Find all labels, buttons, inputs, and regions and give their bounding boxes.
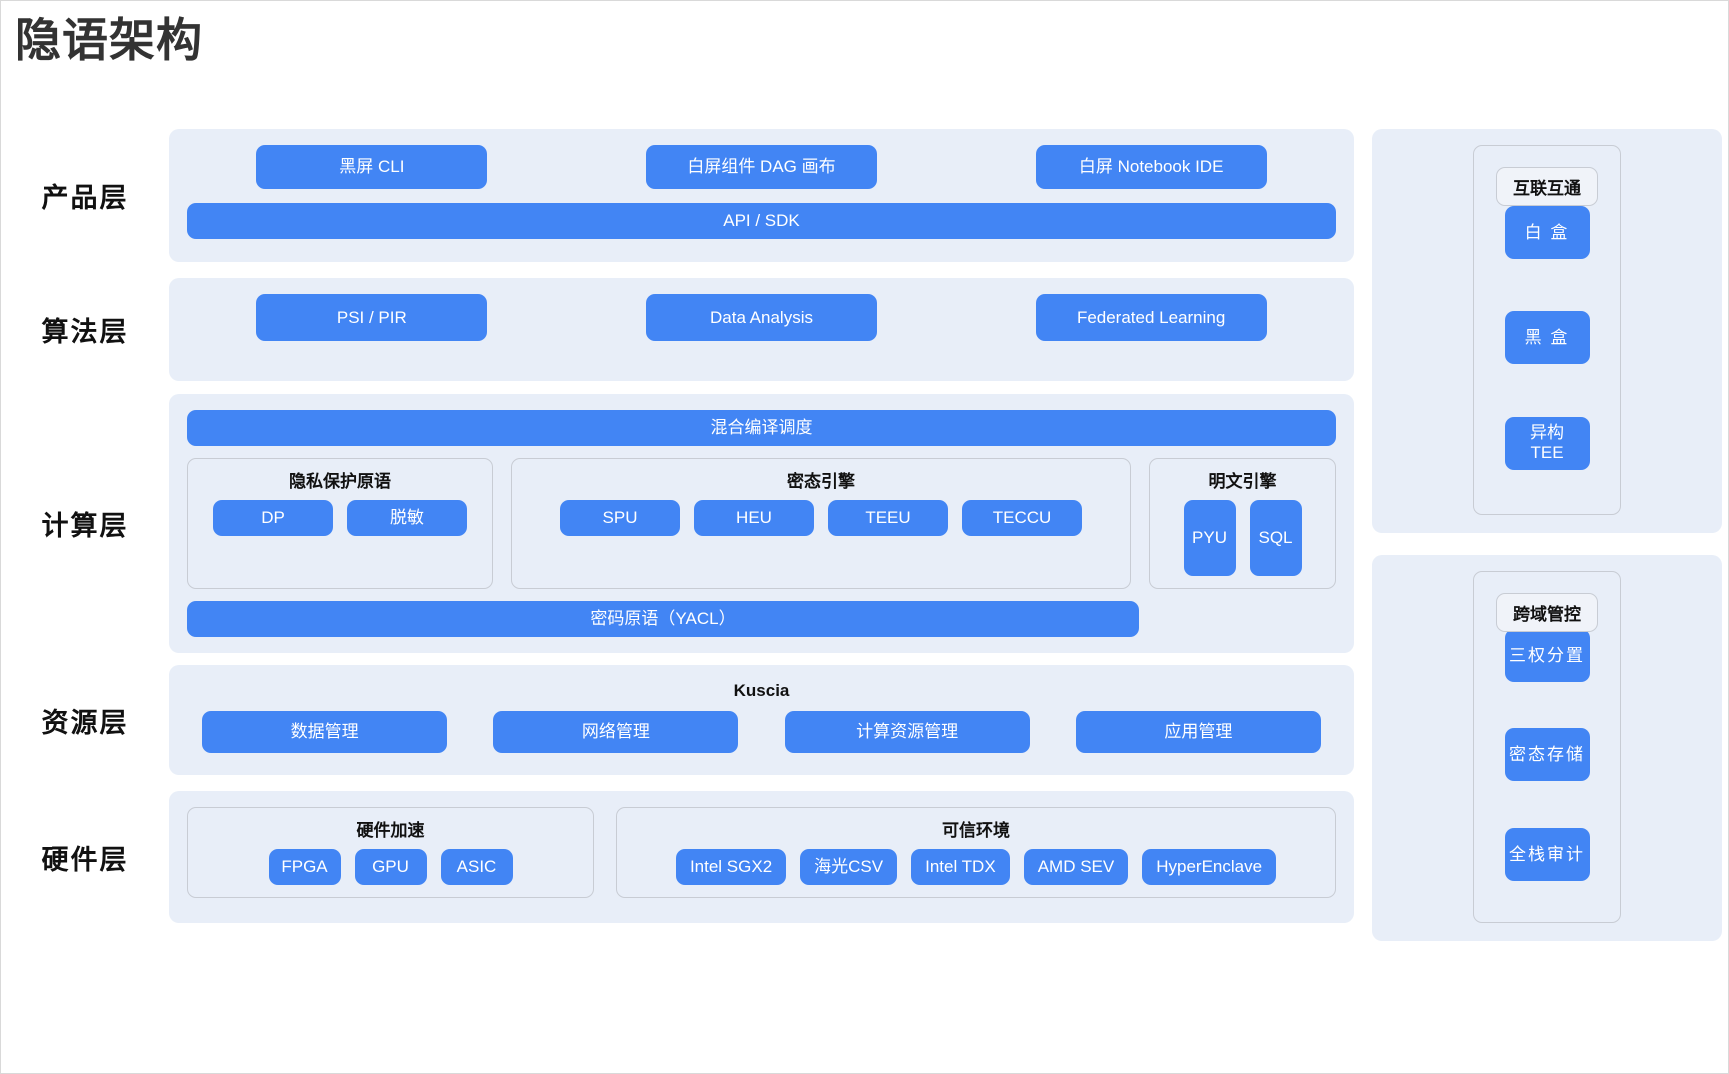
interop-item-heterogeneous-tee-line1: 异构	[1530, 422, 1564, 442]
hardware-group-title-trusted-environment: 可信环境	[942, 821, 1010, 840]
hardware-group-acceleration: 硬件加速 FPGA GPU ASIC	[187, 807, 594, 898]
compute-group-items-ciphertext: SPU HEU TEEU TECCU	[524, 499, 1118, 536]
layers-column: 产品层 黑屏 CLI 白屏组件 DAG 画布 白屏 Notebook IDE A…	[1, 129, 1354, 1069]
governance-item-ciphertext-storage[interactable]: 密态存储	[1504, 728, 1590, 782]
compute-item-teccu[interactable]: TECCU	[962, 499, 1082, 536]
compute-group-title-ciphertext: 密态引擎	[787, 471, 855, 491]
compute-item-desensitization[interactable]: 脱敏	[347, 499, 467, 536]
layer-panel-resource: Kuscia 数据管理 网络管理 计算资源管理 应用管理	[169, 665, 1354, 775]
hardware-item-asic[interactable]: ASIC	[440, 849, 513, 885]
side-panel-interop: 互联互通 白 盒 黑 盒 异构 TEE	[1372, 129, 1722, 533]
product-item-cli[interactable]: 黑屏 CLI	[256, 145, 488, 189]
compute-group-title-privacy: 隐私保护原语	[289, 471, 391, 491]
algorithm-item-federated-learning[interactable]: Federated Learning	[1035, 294, 1267, 341]
side-panel-title-governance: 跨域管控	[1496, 593, 1598, 632]
product-item-api-sdk[interactable]: API / SDK	[187, 203, 1336, 239]
compute-group-title-plaintext: 明文引擎	[1208, 471, 1277, 491]
compute-group-plaintext-engine: 明文引擎 PYU SQL	[1149, 457, 1336, 589]
compute-inner: 混合编译调度 隐私保护原语 DP 脱敏 密态引擎	[187, 409, 1336, 637]
layer-panel-hardware: 硬件加速 FPGA GPU ASIC 可信环境 Intel SGX2	[169, 791, 1354, 923]
compute-group-items-privacy: DP 脱敏	[200, 499, 480, 536]
interop-item-black-box[interactable]: 黑 盒	[1504, 311, 1590, 365]
compute-item-teeu[interactable]: TEEU	[828, 499, 948, 536]
hardware-item-hygon-csv[interactable]: 海光CSV	[800, 849, 898, 885]
compute-item-dp[interactable]: DP	[213, 499, 333, 536]
resource-item-data-management[interactable]: 数据管理	[202, 711, 448, 753]
layer-row-product: 产品层 黑屏 CLI 白屏组件 DAG 画布 白屏 Notebook IDE A…	[1, 129, 1354, 262]
hardware-item-fpga[interactable]: FPGA	[268, 849, 341, 885]
hardware-item-amd-sev[interactable]: AMD SEV	[1023, 849, 1129, 885]
resource-items: 数据管理 网络管理 计算资源管理 应用管理	[187, 711, 1336, 753]
compute-item-heu[interactable]: HEU	[694, 499, 814, 536]
compute-item-sql[interactable]: SQL	[1249, 499, 1302, 576]
hardware-group-trusted-environment: 可信环境 Intel SGX2 海光CSV Intel TDX AMD SEV …	[616, 807, 1336, 898]
side-panel-governance: 跨域管控 三权分置 密态存储 全栈审计	[1372, 555, 1722, 941]
compute-group-privacy-primitives: 隐私保护原语 DP 脱敏	[187, 457, 493, 589]
compute-item-spu[interactable]: SPU	[560, 499, 680, 536]
governance-item-full-stack-audit[interactable]: 全栈审计	[1504, 827, 1590, 881]
hardware-item-intel-sgx2[interactable]: Intel SGX2	[675, 849, 787, 885]
algorithm-item-data-analysis[interactable]: Data Analysis	[645, 294, 877, 341]
hardware-item-intel-tdx[interactable]: Intel TDX	[911, 849, 1010, 885]
algorithm-items: PSI / PIR Data Analysis Federated Learni…	[187, 294, 1336, 341]
side-panel-items-interop: 白 盒 黑 盒 异构 TEE	[1473, 145, 1621, 515]
layer-label-resource: 资源层	[41, 707, 129, 738]
compute-bottom-bar-crypto-primitives[interactable]: 密码原语（YACL）	[187, 600, 1139, 637]
interop-item-white-box[interactable]: 白 盒	[1504, 206, 1590, 260]
compute-group-items-plaintext: PYU SQL	[1162, 499, 1323, 576]
layer-label-product: 产品层	[41, 183, 129, 213]
layer-label-algorithm: 算法层	[41, 317, 129, 347]
page-title: 隐语架构	[15, 14, 203, 66]
layer-label-hardware: 硬件层	[41, 844, 129, 875]
resource-inner: Kuscia 数据管理 网络管理 计算资源管理 应用管理	[187, 681, 1336, 753]
side-panels-column: 互联互通 白 盒 黑 盒 异构 TEE 跨域管控 三权分置 密态存储 全栈审计	[1354, 129, 1728, 1069]
side-panel-items-governance: 三权分置 密态存储 全栈审计	[1473, 571, 1621, 923]
product-item-notebook-ide[interactable]: 白屏 Notebook IDE	[1035, 145, 1267, 189]
algorithm-item-psi-pir[interactable]: PSI / PIR	[256, 294, 488, 341]
product-item-dag-canvas[interactable]: 白屏组件 DAG 画布	[645, 145, 877, 189]
resource-item-application-management[interactable]: 应用管理	[1075, 711, 1321, 753]
layer-row-resource: 资源层 Kuscia 数据管理 网络管理 计算资源管理 应用管理	[1, 665, 1354, 775]
compute-top-bar-hybrid-compile[interactable]: 混合编译调度	[187, 409, 1336, 446]
interop-item-heterogeneous-tee[interactable]: 异构 TEE	[1504, 416, 1590, 470]
layer-panel-compute: 混合编译调度 隐私保护原语 DP 脱敏 密态引擎	[169, 393, 1354, 653]
layer-row-hardware: 硬件层 硬件加速 FPGA GPU ASIC 可信环境	[1, 791, 1354, 923]
compute-engine-groups: 隐私保护原语 DP 脱敏 密态引擎 SPU HEU	[187, 457, 1336, 589]
hardware-group-items-trusted-environment: Intel SGX2 海光CSV Intel TDX AMD SEV Hyper…	[629, 849, 1323, 885]
hardware-group-items-acceleration: FPGA GPU ASIC	[200, 849, 581, 885]
resource-item-network-management[interactable]: 网络管理	[493, 711, 739, 753]
side-panel-title-interop: 互联互通	[1496, 167, 1598, 206]
diagram-body: 产品层 黑屏 CLI 白屏组件 DAG 画布 白屏 Notebook IDE A…	[1, 129, 1728, 1069]
layer-panel-product: 黑屏 CLI 白屏组件 DAG 画布 白屏 Notebook IDE API /…	[169, 129, 1354, 262]
resource-item-compute-resource-management[interactable]: 计算资源管理	[784, 711, 1030, 753]
hardware-group-title-acceleration: 硬件加速	[356, 821, 425, 840]
compute-group-ciphertext-engine: 密态引擎 SPU HEU TEEU TECCU	[511, 457, 1131, 589]
interop-item-heterogeneous-tee-line2: TEE	[1530, 443, 1564, 463]
resource-group-title-kuscia: Kuscia	[733, 681, 790, 700]
governance-item-three-rights-separation[interactable]: 三权分置	[1504, 629, 1590, 683]
product-top-items: 黑屏 CLI 白屏组件 DAG 画布 白屏 Notebook IDE	[187, 145, 1336, 189]
hardware-inner: 硬件加速 FPGA GPU ASIC 可信环境 Intel SGX2	[187, 807, 1336, 898]
layer-label-compute: 计算层	[41, 510, 129, 541]
hardware-item-hyperenclave[interactable]: HyperEnclave	[1142, 849, 1277, 885]
layer-panel-algorithm: PSI / PIR Data Analysis Federated Learni…	[169, 278, 1354, 381]
layer-row-compute: 计算层 混合编译调度 隐私保护原语 DP 脱敏	[1, 393, 1354, 653]
compute-item-pyu[interactable]: PYU	[1183, 499, 1236, 576]
hardware-item-gpu[interactable]: GPU	[354, 849, 427, 885]
layer-row-algorithm: 算法层 PSI / PIR Data Analysis Federated Le…	[1, 278, 1354, 381]
